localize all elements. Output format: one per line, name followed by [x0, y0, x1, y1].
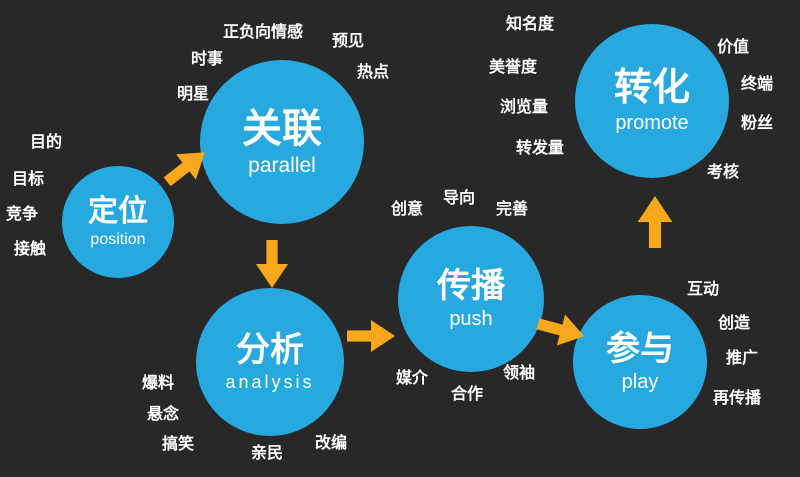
arrow-play-to-promote-icon: [636, 196, 674, 248]
label-analysis-5: 改编: [314, 435, 348, 452]
node-position-label-en: position: [90, 231, 146, 249]
label-position-2: 目标: [11, 171, 45, 188]
label-play-1: 互动: [686, 281, 720, 298]
node-promote-label-zh: 转化: [613, 66, 690, 109]
label-push-5: 合作: [450, 386, 484, 403]
arrow-position-to-parallel-icon: [157, 139, 216, 195]
label-push-1: 创意: [390, 201, 424, 218]
node-push-label-zh: 传播: [437, 266, 505, 305]
arrow-parallel-to-analysis-icon: [255, 240, 289, 288]
node-parallel-label-zh: 关联: [242, 106, 322, 151]
node-play: 参与 play: [573, 295, 707, 429]
node-position: 定位 position: [62, 166, 174, 278]
label-position-1: 目的: [29, 134, 63, 151]
node-parallel: 关联 parallel: [200, 60, 364, 224]
node-promote-label-en: promote: [615, 112, 689, 135]
label-promote-2: 美誉度: [488, 59, 538, 76]
label-promote-8: 考核: [706, 164, 740, 181]
label-parallel-4: 热点: [356, 64, 390, 81]
label-promote-5: 价值: [716, 39, 750, 56]
node-analysis: 分析 analysis: [196, 288, 344, 436]
label-push-4: 媒介: [395, 370, 429, 387]
label-position-3: 竞争: [5, 206, 39, 223]
label-analysis-1: 爆料: [141, 375, 175, 392]
label-parallel-5: 明星: [176, 86, 210, 103]
label-push-2: 导向: [442, 190, 476, 207]
label-play-3: 推广: [725, 350, 759, 367]
label-parallel-2: 预见: [331, 33, 365, 50]
label-analysis-2: 悬念: [146, 406, 180, 423]
label-analysis-4: 亲民: [250, 445, 284, 462]
label-parallel-1: 正负向情感: [222, 24, 304, 41]
label-push-6: 领袖: [502, 365, 536, 382]
node-analysis-label-en: analysis: [225, 372, 315, 393]
node-push: 传播 push: [398, 226, 544, 372]
label-promote-6: 终端: [740, 76, 774, 93]
label-position-4: 接触: [13, 241, 47, 258]
label-analysis-3: 搞笑: [161, 436, 195, 453]
label-promote-3: 浏览量: [499, 99, 549, 116]
node-analysis-label-zh: 分析: [236, 331, 304, 370]
label-promote-7: 粉丝: [740, 115, 774, 132]
label-push-3: 完善: [495, 201, 529, 218]
label-promote-1: 知名度: [505, 16, 555, 33]
arrow-push-to-play-icon: [533, 307, 588, 352]
label-parallel-3: 时事: [190, 51, 224, 68]
label-play-2: 创造: [717, 315, 751, 332]
label-play-4: 再传播: [712, 390, 762, 407]
node-promote: 转化 promote: [575, 24, 729, 178]
node-play-label-zh: 参与: [606, 329, 674, 368]
node-position-label-zh: 定位: [88, 194, 148, 228]
node-parallel-label-en: parallel: [248, 153, 316, 177]
node-push-label-en: push: [449, 308, 493, 331]
arrow-analysis-to-push-icon: [347, 319, 395, 353]
node-play-label-en: play: [621, 371, 659, 394]
label-promote-4: 转发量: [515, 140, 565, 157]
